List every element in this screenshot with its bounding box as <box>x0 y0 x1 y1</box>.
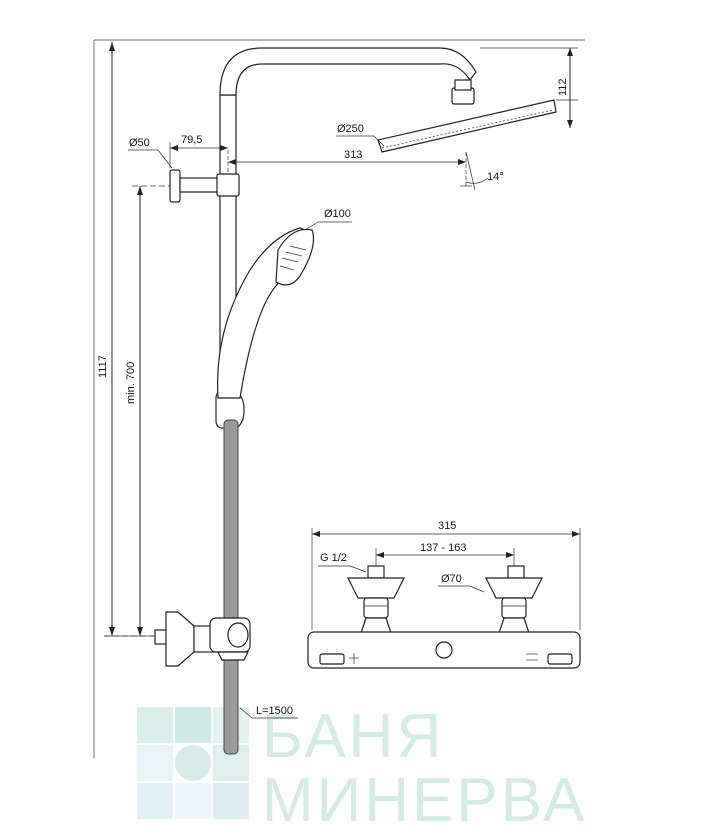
shower-hose: L=1500 <box>223 419 298 755</box>
dim-arm-length: 313 <box>344 149 362 161</box>
arm-dimensions: 79,5 313 <box>169 134 466 168</box>
hand-shower: Ø100 <box>217 208 352 399</box>
dim-arm-offset: 79,5 <box>181 134 202 146</box>
head-shower <box>377 79 557 191</box>
dim-total-height: 1117 <box>97 355 109 378</box>
shower-column <box>169 47 477 429</box>
head-height-dimension: 112 <box>480 47 578 128</box>
dim-hose-length: L=1500 <box>256 705 293 717</box>
dim-min-height: min. 700 <box>125 362 137 404</box>
dim-head-height: 112 <box>557 78 569 96</box>
watermark: БАНЯ МИНЕРВА <box>137 702 587 826</box>
dim-head-angle: 14° <box>487 171 504 183</box>
watermark-line2: МИНЕРВА <box>262 766 587 826</box>
min-height-dimension: min. 700 <box>104 185 170 637</box>
dim-hand-shower: Ø100 <box>324 208 351 220</box>
dim-wall-flange: Ø50 <box>129 137 150 149</box>
dim-inlet-spacing: 137 - 163 <box>420 542 466 554</box>
overall-height-dimension: 1117 <box>93 39 585 758</box>
dim-escutcheon: Ø70 <box>441 573 462 585</box>
watermark-line1: БАНЯ <box>262 702 444 771</box>
dim-thread: G 1/2 <box>320 552 347 564</box>
watermark-logo <box>137 707 249 819</box>
dim-mixer-width: 315 <box>438 520 456 532</box>
head-angle-dimension: 14° <box>460 171 504 187</box>
mixer-side-view <box>104 611 251 667</box>
mixer-front-view: 315 137 - 163 G 1/2 Ø70 <box>307 520 581 669</box>
head-diameter-label: Ø250 <box>336 123 385 147</box>
flange-label: Ø50 <box>128 137 173 169</box>
dim-head-diameter: Ø250 <box>337 123 364 135</box>
